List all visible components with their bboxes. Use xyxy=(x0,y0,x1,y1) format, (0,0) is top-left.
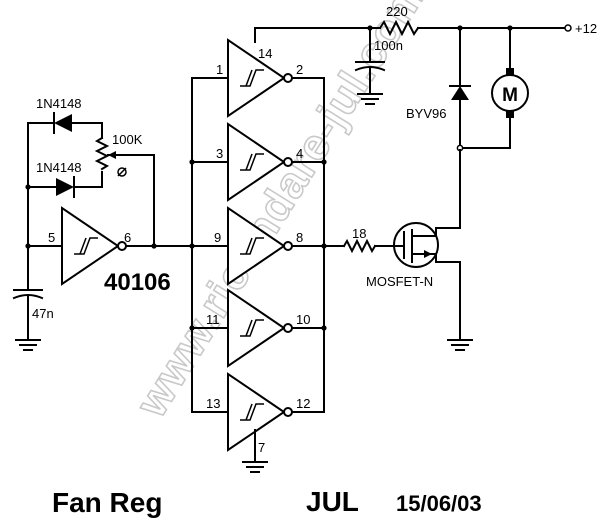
diode-1n4148-bottom xyxy=(56,178,74,196)
inverter-gate-2 xyxy=(227,122,293,202)
diode-bottom-label: 1N4148 xyxy=(36,160,82,175)
pin-g2-out: 4 xyxy=(296,146,303,161)
author: JUL xyxy=(306,486,359,517)
pin-g1-in: 1 xyxy=(216,62,223,77)
watermark: www.ricondare-jul.com xyxy=(126,0,435,426)
wire-d2-right xyxy=(73,171,103,188)
inverter-gate-1 xyxy=(227,38,293,118)
pin-osc-in: 5 xyxy=(48,230,55,245)
chip-label: 40106 xyxy=(104,269,171,296)
supply-label: +12 xyxy=(575,21,597,36)
wire-input-bus xyxy=(191,77,229,413)
r-supply-label: 220 xyxy=(386,4,408,19)
inverter-gate-3 xyxy=(227,206,293,286)
diagram-title: Fan Reg xyxy=(52,487,162,518)
mosfet-arrow xyxy=(424,250,432,258)
supply-terminal xyxy=(564,24,572,32)
flyback-label: BYV96 xyxy=(406,106,446,121)
r-gate-label: 18 xyxy=(352,226,366,241)
ground-c47n xyxy=(15,339,41,351)
potentiometer-100k xyxy=(94,136,110,171)
ground-c100n xyxy=(357,93,383,105)
pin-g1-out: 2 xyxy=(296,62,303,77)
c-supply-label: 100n xyxy=(374,38,403,53)
resistor-220 xyxy=(378,19,420,37)
junction xyxy=(321,159,327,165)
motor-bottom-terminal xyxy=(506,111,514,118)
pin-osc-out: 6 xyxy=(124,230,131,245)
resistor-18 xyxy=(342,238,377,254)
pot-wiper-arrow xyxy=(108,151,116,159)
wire-d1-right xyxy=(71,122,103,139)
pin-gnd: 7 xyxy=(258,440,265,455)
inverter-gate-5 xyxy=(227,372,293,452)
pin-vcc: 14 xyxy=(258,46,272,61)
wire-source xyxy=(435,253,461,341)
motor-label: M xyxy=(502,85,518,106)
mosfet-label: MOSFET-N xyxy=(366,274,433,289)
junction xyxy=(321,325,327,331)
inverter-gate-4 xyxy=(227,288,293,368)
pot-adjust-icon xyxy=(117,167,127,177)
pot-label: 100K xyxy=(112,132,143,147)
pin-g4-in: 11 xyxy=(206,312,220,327)
diode-top-label: 1N4148 xyxy=(36,96,82,111)
wire-wiper xyxy=(117,154,155,247)
pin-g5-out: 12 xyxy=(296,396,310,411)
pin-g4-out: 10 xyxy=(296,312,310,327)
diode-1n4148-top xyxy=(54,114,72,132)
pin-g3-in: 9 xyxy=(214,230,221,245)
c-timing-label: 47n xyxy=(32,306,54,321)
motor-top-terminal xyxy=(506,68,514,75)
pin-g3-out: 8 xyxy=(296,230,303,245)
ground-source xyxy=(447,339,473,351)
date: 15/06/03 xyxy=(396,491,482,516)
junction xyxy=(189,159,195,165)
pin-g2-in: 3 xyxy=(216,146,223,161)
diode-byv96 xyxy=(451,86,469,100)
pot-adjust-slot xyxy=(117,167,127,177)
wire-drain xyxy=(435,149,461,229)
wire-outputs xyxy=(291,161,325,329)
junction xyxy=(189,325,195,331)
junction xyxy=(367,25,373,31)
ground-chip xyxy=(242,461,268,473)
wire-inputs xyxy=(191,77,229,329)
wire-motor-bottom xyxy=(459,117,511,149)
pin-g5-in: 13 xyxy=(206,396,220,411)
